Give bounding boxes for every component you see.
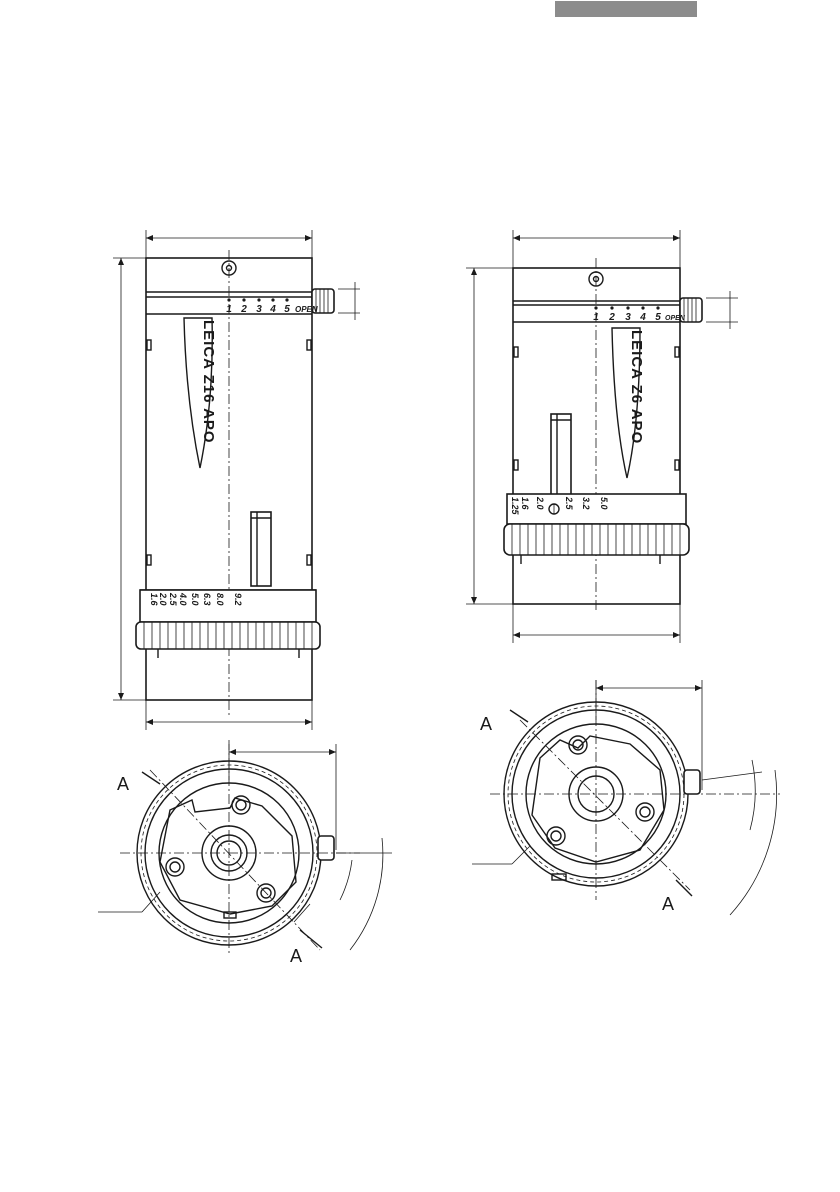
left-aperture-1: 1 (226, 304, 232, 315)
right-zoom-value: 5.0 (599, 497, 609, 510)
left-brand-label: LEICA Z16 APO (200, 320, 217, 444)
right-side-view: LEICA Z6 APO 1 2 3 4 5 OPEN (466, 230, 738, 643)
left-aperture-4: 4 (269, 304, 276, 315)
left-zoom-value: 2.5 (168, 592, 178, 607)
left-zoom-value: 1.6 (149, 593, 159, 607)
left-aperture-2: 2 (240, 304, 247, 315)
left-section-mark-bottom: A (290, 946, 302, 966)
right-zoom-value: 1.6 (520, 497, 530, 511)
right-aperture-2: 2 (608, 312, 615, 323)
left-bottom-view: A A (98, 740, 392, 966)
right-aperture-3: 3 (625, 312, 631, 323)
left-zoom-value: 2.0 (158, 592, 168, 606)
right-section-mark-top: A (480, 714, 492, 734)
right-aperture-5: 5 (655, 312, 661, 323)
right-aperture-1: 1 (593, 312, 599, 323)
left-zoom-value: 8.0 (215, 593, 225, 606)
right-brand-label: LEICA Z6 APO (628, 330, 645, 444)
left-aperture-open: OPEN (295, 305, 318, 314)
right-zoom-value: 3.2 (581, 497, 591, 510)
left-zoom-value: 4.0 (178, 592, 188, 606)
right-zoom-value: 1.25 (510, 497, 520, 516)
left-zoom-value: 6.3 (202, 593, 212, 606)
left-zoom-value: 5.0 (190, 593, 200, 606)
left-aperture-5: 5 (284, 304, 290, 315)
left-side-view: LEICA Z16 APO 1 2 3 4 5 OPEN (113, 230, 360, 730)
right-bottom-view: A A (472, 680, 780, 915)
left-zoom-value: 9.2 (233, 593, 243, 606)
right-section-mark-bottom: A (662, 894, 674, 914)
left-aperture-3: 3 (256, 304, 262, 315)
right-aperture-4: 4 (639, 312, 646, 323)
right-zoom-value: 2.5 (564, 496, 574, 511)
right-zoom-value: 2.0 (535, 496, 545, 510)
right-aperture-open: OPEN (665, 315, 686, 322)
left-section-mark-top: A (117, 774, 129, 794)
